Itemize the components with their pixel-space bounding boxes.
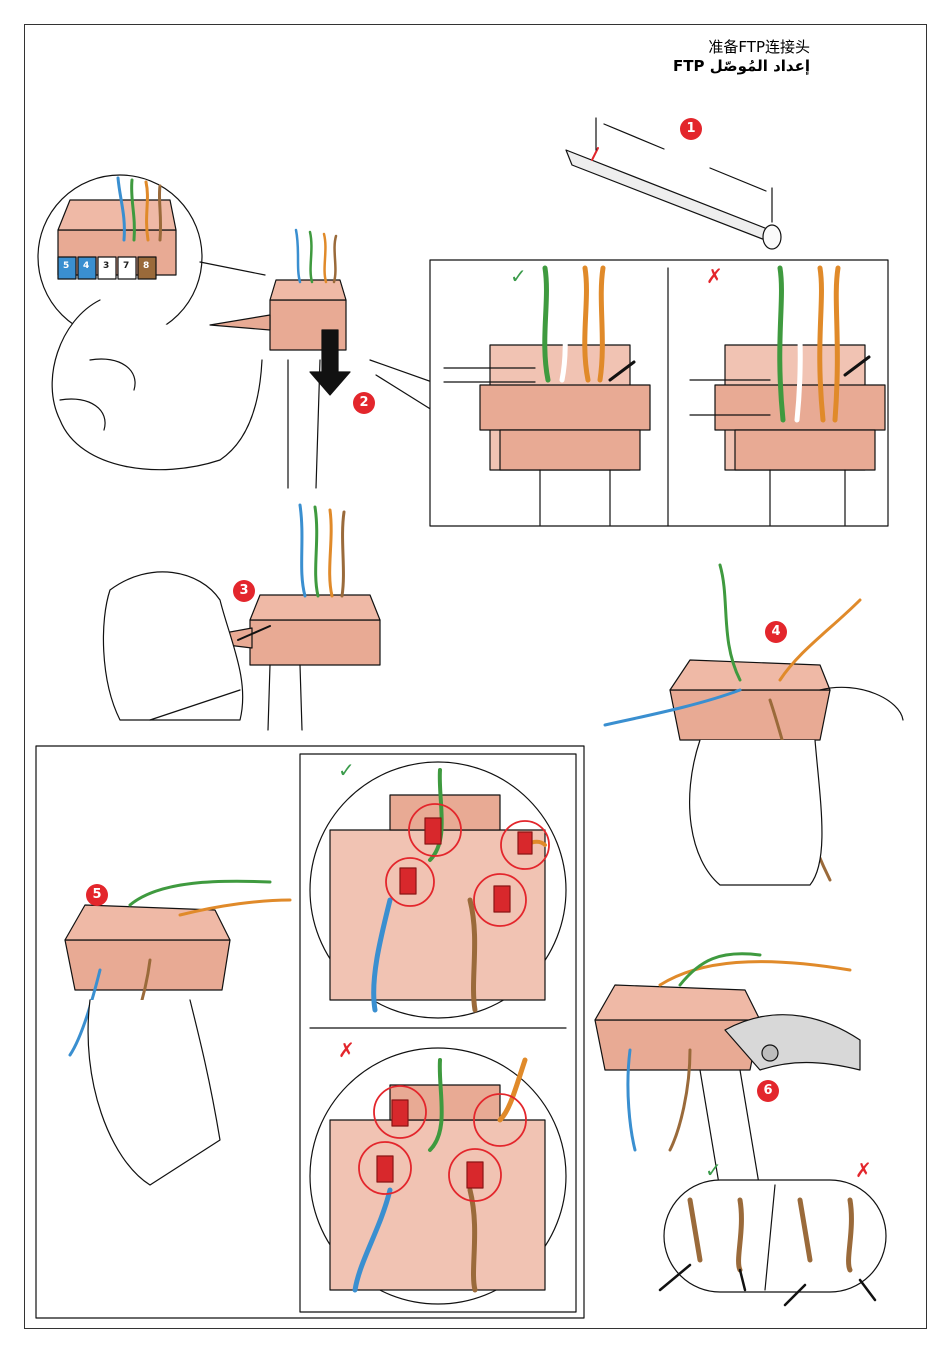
step3-connector (103, 505, 380, 730)
incorrect-mark-step6: ✗ (855, 1158, 872, 1182)
correct-mark-step6: ✓ (705, 1158, 722, 1182)
step-1-badge: 1 (680, 118, 702, 140)
step-3-badge: 3 (233, 580, 255, 602)
step-6-badge: 6 (757, 1080, 779, 1102)
pin-label-4: 4 (83, 261, 89, 271)
pin-label-3: 3 (103, 261, 109, 271)
pin-label-8: 8 (143, 261, 149, 271)
incorrect-mark-step5: ✗ (338, 1038, 355, 1062)
step4-connector (605, 565, 903, 885)
correct-mark-step2: ✓ (510, 264, 527, 288)
pin-label-5: 5 (63, 261, 69, 271)
step-2-badge: 2 (353, 392, 375, 414)
incorrect-mark-step2: ✗ (706, 264, 723, 288)
step-5-badge: 5 (86, 884, 108, 906)
step1-cable (566, 118, 781, 249)
pin-label-7: 7 (123, 261, 129, 271)
step-4-badge: 4 (765, 621, 787, 643)
step5-box (36, 746, 584, 1318)
step6-connector (595, 954, 886, 1305)
step2-connector (38, 175, 432, 488)
step2-detail-box (430, 260, 888, 526)
correct-mark-step5: ✓ (338, 758, 355, 782)
